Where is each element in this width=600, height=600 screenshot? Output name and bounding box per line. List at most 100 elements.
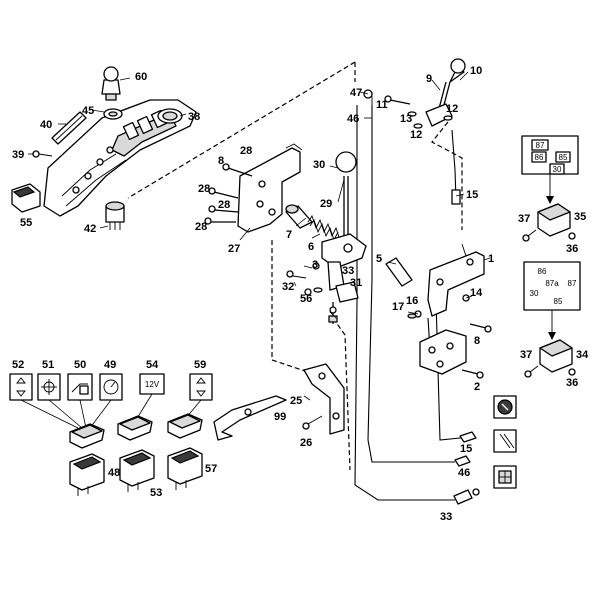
rocker-switch-57	[167, 447, 203, 490]
callout-12-a: 12	[410, 129, 422, 141]
callout-51: 51	[42, 359, 54, 371]
callout-11: 11	[376, 99, 388, 111]
sleeve-7	[285, 204, 313, 229]
callout-14: 14	[470, 287, 483, 299]
relay-b-87: 87	[568, 279, 577, 288]
linkage-bracket-1	[427, 243, 485, 317]
callout-28-d: 28	[195, 221, 207, 233]
rocker-cap-3	[167, 413, 203, 439]
ignition-nut	[103, 108, 123, 120]
callout-2: 2	[474, 381, 480, 393]
relay-diagram-a	[521, 135, 579, 175]
rocker-cap-2	[117, 415, 153, 441]
callout-37-b: 37	[520, 349, 532, 361]
bracket-27	[237, 143, 303, 233]
symbol-slash-icon	[493, 429, 517, 453]
callout-37-a: 37	[518, 213, 530, 225]
callout-36-a: 36	[566, 243, 578, 255]
callout-50: 50	[74, 359, 86, 371]
rocker-cap-1	[69, 423, 105, 449]
screw-26	[302, 415, 323, 430]
callout-10: 10	[470, 65, 482, 77]
relay-a-87: 87	[536, 141, 545, 150]
callout-48: 48	[108, 467, 120, 479]
callout-33-a: 33	[342, 265, 354, 277]
removal-tool-99	[213, 395, 287, 441]
callout-39: 39	[12, 149, 24, 161]
console-panel	[43, 99, 197, 217]
callout-8-a: 8	[218, 155, 224, 167]
rocker-switch-53	[119, 449, 155, 492]
callout-7: 7	[286, 229, 292, 241]
symbol-circle-icon	[493, 395, 517, 419]
cable-end-33b	[453, 488, 480, 505]
linkage-plate-2	[419, 329, 467, 375]
relay-b-85: 85	[554, 297, 563, 306]
callout-28-c: 28	[218, 199, 230, 211]
relay-a-labels: 87 86 85 30	[535, 141, 568, 174]
callout-3: 3	[312, 259, 318, 271]
callout-27: 27	[228, 243, 240, 255]
relay-a-86: 86	[535, 153, 544, 162]
callout-17: 17	[392, 301, 404, 313]
washer-47	[363, 89, 373, 106]
symbol-box-59	[189, 373, 213, 401]
callout-8-b: 8	[474, 335, 480, 347]
switch-block-55	[11, 183, 41, 213]
relay-screws	[522, 232, 576, 378]
ignition-switch	[105, 201, 125, 230]
relay-diagram-b	[523, 261, 581, 311]
relay-b-labels: 86 87a 87 30 85	[530, 267, 577, 306]
callout-9: 9	[426, 73, 432, 85]
pin-5	[385, 257, 413, 287]
callout-16: 16	[406, 295, 418, 307]
callout-33-b: 33	[440, 511, 452, 523]
callout-25: 25	[290, 395, 302, 407]
callout-12-b: 12	[446, 103, 458, 115]
lever-base	[312, 233, 367, 303]
handle-grip	[51, 111, 87, 145]
callout-49: 49	[104, 359, 116, 371]
gear-lever	[335, 151, 357, 244]
screw-39	[32, 150, 53, 158]
callout-29: 29	[320, 198, 332, 210]
relay-a-85: 85	[559, 153, 568, 162]
symbol-box-54: 12V	[139, 373, 165, 395]
spring-6	[307, 214, 341, 242]
callout-59: 59	[194, 359, 206, 371]
symbol-box-52	[9, 373, 33, 401]
callout-42: 42	[84, 223, 96, 235]
cable-end-33	[328, 302, 338, 324]
callout-56: 56	[300, 293, 312, 305]
symbol-box-50	[67, 373, 93, 401]
callout-99: 99	[274, 411, 286, 423]
callout-60: 60	[135, 71, 147, 83]
callout-46-b: 46	[458, 467, 470, 479]
symbol-box-51	[37, 373, 61, 401]
leader-lines	[28, 71, 491, 401]
shift-lever-9	[425, 58, 466, 127]
relay-35	[527, 203, 571, 237]
relay-34	[529, 339, 573, 373]
callout-1: 1	[488, 253, 494, 265]
cable-end-46	[454, 455, 471, 467]
callout-46-a: 46	[347, 113, 359, 125]
callout-47: 47	[350, 87, 362, 99]
callout-30: 30	[313, 159, 325, 171]
callout-28-a: 28	[240, 145, 252, 157]
callout-36-b: 36	[566, 377, 578, 389]
callout-40: 40	[40, 119, 52, 131]
callout-55: 55	[20, 217, 32, 229]
callout-34: 34	[576, 349, 589, 361]
control-cables	[354, 105, 471, 501]
bracket-25	[303, 363, 345, 435]
callout-52: 52	[12, 359, 24, 371]
relay-b-30: 30	[530, 289, 539, 298]
callout-numbers: 60 45 38 40 39 55 42 8 28 28 28 28 27 7 …	[12, 65, 589, 523]
screws-32-56	[286, 270, 323, 296]
callout-53: 53	[150, 487, 162, 499]
callout-35: 35	[574, 211, 586, 223]
callout-57: 57	[205, 463, 217, 475]
cable-connector-15	[451, 189, 461, 205]
bolts-11-12-13	[384, 95, 453, 129]
